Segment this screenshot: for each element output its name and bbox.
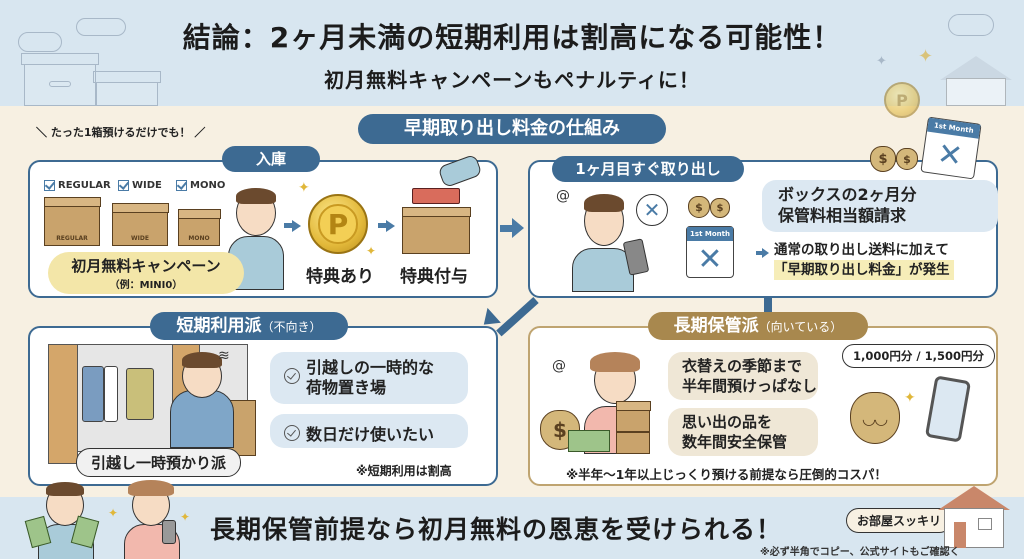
long-item-2: 思い出の品を 数年間安全保管 bbox=[668, 408, 818, 456]
footer-message: 長期保管前提なら初月無料の恩恵を受けられる！ bbox=[210, 515, 783, 544]
cloud-icon bbox=[948, 14, 994, 36]
stressed-person-illustration bbox=[170, 390, 234, 448]
point-coin-icon: P bbox=[884, 82, 920, 118]
checkbox-wide: WIDE bbox=[118, 180, 162, 191]
checkbox-mono: MONO bbox=[176, 180, 225, 191]
clothes-icon bbox=[82, 366, 104, 422]
short-item-1: 引越しの一時的な 荷物置き場 bbox=[270, 352, 468, 404]
arrow-right-icon bbox=[386, 220, 395, 232]
campaign-example: （例：MINI0） bbox=[109, 280, 183, 291]
benefit-granted-label: 特典付与 bbox=[400, 267, 468, 287]
arrow-right-icon bbox=[292, 220, 301, 232]
money-bag-icon: $ bbox=[896, 148, 918, 170]
sparkle-icon: ✦ bbox=[180, 510, 191, 524]
worried-person-illustration bbox=[572, 248, 634, 292]
dizzy-icon: @ bbox=[556, 188, 570, 204]
points-bubble: 1,000円分 / 1,500円分 bbox=[842, 344, 995, 368]
smiling-money-bag-icon: ◡◡ bbox=[850, 392, 900, 444]
sparkle-icon: ✦ bbox=[918, 46, 934, 67]
campaign-badge: 初月無料キャンペーン （例：MINI0） bbox=[48, 252, 244, 294]
cloud-icon bbox=[76, 18, 126, 36]
tidy-room-tag: お部屋スッキリ bbox=[846, 508, 953, 533]
page-subtitle: 初月無料キャンペーンもペナルティに！ bbox=[324, 68, 700, 92]
dizzy-icon: ≋ bbox=[218, 348, 230, 364]
long-term-note: ※半年〜1年以上じっくり預ける前提なら圧倒的コスパ！ bbox=[566, 467, 887, 482]
money-bag-icon: $ bbox=[710, 198, 730, 218]
box-mono-icon: MONO bbox=[177, 209, 221, 246]
panel-short-title: 短期利用派（不向き） bbox=[150, 312, 348, 340]
cash-stack-icon bbox=[568, 430, 610, 452]
point-coin-icon: P bbox=[308, 194, 368, 254]
checkbox-icon bbox=[176, 180, 187, 191]
money-bag-icon: $ bbox=[870, 146, 896, 172]
box-regular-icon: REGULAR bbox=[43, 197, 101, 246]
benefit-available-label: 特典あり bbox=[306, 267, 374, 287]
page-title: 結論：2ヶ月未満の短期利用は割高になる可能性！ bbox=[182, 21, 842, 54]
sparkle-icon: ✦ bbox=[366, 244, 377, 258]
clothes-icon bbox=[126, 368, 154, 420]
arrow-right-icon bbox=[762, 248, 769, 258]
storage-box-icon bbox=[93, 71, 161, 106]
calendar-cross-icon: 1st Month ✕ bbox=[920, 116, 982, 180]
moving-temp-tag: 引越し一時預かり派 bbox=[76, 448, 242, 477]
cross-bubble-icon: ✕ bbox=[636, 194, 668, 226]
box-stack-icon bbox=[616, 432, 650, 454]
flow-connector-down bbox=[764, 296, 772, 318]
short-term-note: ※短期利用は割高 bbox=[356, 464, 452, 478]
dizzy-icon: @ bbox=[552, 358, 566, 374]
box-stack-icon bbox=[615, 401, 651, 432]
box-wide-icon: WIDE bbox=[111, 203, 169, 246]
panel-long-title: 長期保管派（向いている） bbox=[648, 312, 868, 340]
books-icon bbox=[412, 188, 460, 204]
box-with-books-icon bbox=[401, 207, 471, 254]
sparkle-icon: ✦ bbox=[904, 390, 916, 406]
long-item-1: 衣替えの季節まで 半年間預けっぱなし bbox=[668, 352, 818, 400]
panel-early-title: 1ヶ月目すぐ取り出し bbox=[552, 156, 744, 182]
check-circle-icon bbox=[284, 425, 300, 441]
short-item-2: 数日だけ使いたい bbox=[270, 414, 468, 448]
charge-bubble: ボックスの2ヶ月分 保管料相当額請求 bbox=[762, 180, 998, 232]
header-band bbox=[0, 0, 1024, 106]
cloud-icon bbox=[18, 32, 62, 52]
footer-note: ※必ず半角でコピー、公式サイトもご確認く bbox=[760, 547, 960, 558]
closet-door-left bbox=[48, 344, 78, 464]
checkbox-icon bbox=[118, 180, 129, 191]
sparkle-icon: ✦ bbox=[876, 54, 887, 69]
phone-icon bbox=[162, 520, 176, 544]
fee-note: 通常の取り出し送料に加えて 「早期取り出し料金」が発生 bbox=[774, 240, 954, 280]
sparkle-icon: ✦ bbox=[108, 506, 119, 520]
panel-deposit-title: 入庫 bbox=[222, 146, 320, 172]
sparkle-icon: ✦ bbox=[298, 180, 310, 196]
checkbox-regular: REGULAR bbox=[44, 180, 111, 191]
campaign-label: 初月無料キャンペーン bbox=[71, 257, 221, 275]
clothes-icon bbox=[104, 366, 118, 422]
top-note: ＼ たった1箱預けるだけでも！ ／ bbox=[36, 126, 206, 139]
check-circle-icon bbox=[284, 368, 300, 384]
checkbox-icon bbox=[44, 180, 55, 191]
top-note-text: たった1箱預けるだけでも！ bbox=[50, 126, 191, 139]
money-bag-icon: $ bbox=[688, 196, 710, 218]
section-title: 早期取り出し料金の仕組み bbox=[358, 114, 666, 144]
calendar-cross-icon: 1st Month ✕ bbox=[686, 226, 734, 278]
early-fee-highlight: 「早期取り出し料金」が発生 bbox=[774, 260, 954, 280]
flow-arrow-right-icon bbox=[512, 218, 524, 238]
storage-box-icon bbox=[21, 53, 99, 106]
section-title-text: 早期取り出し料金の仕組み bbox=[404, 118, 620, 139]
